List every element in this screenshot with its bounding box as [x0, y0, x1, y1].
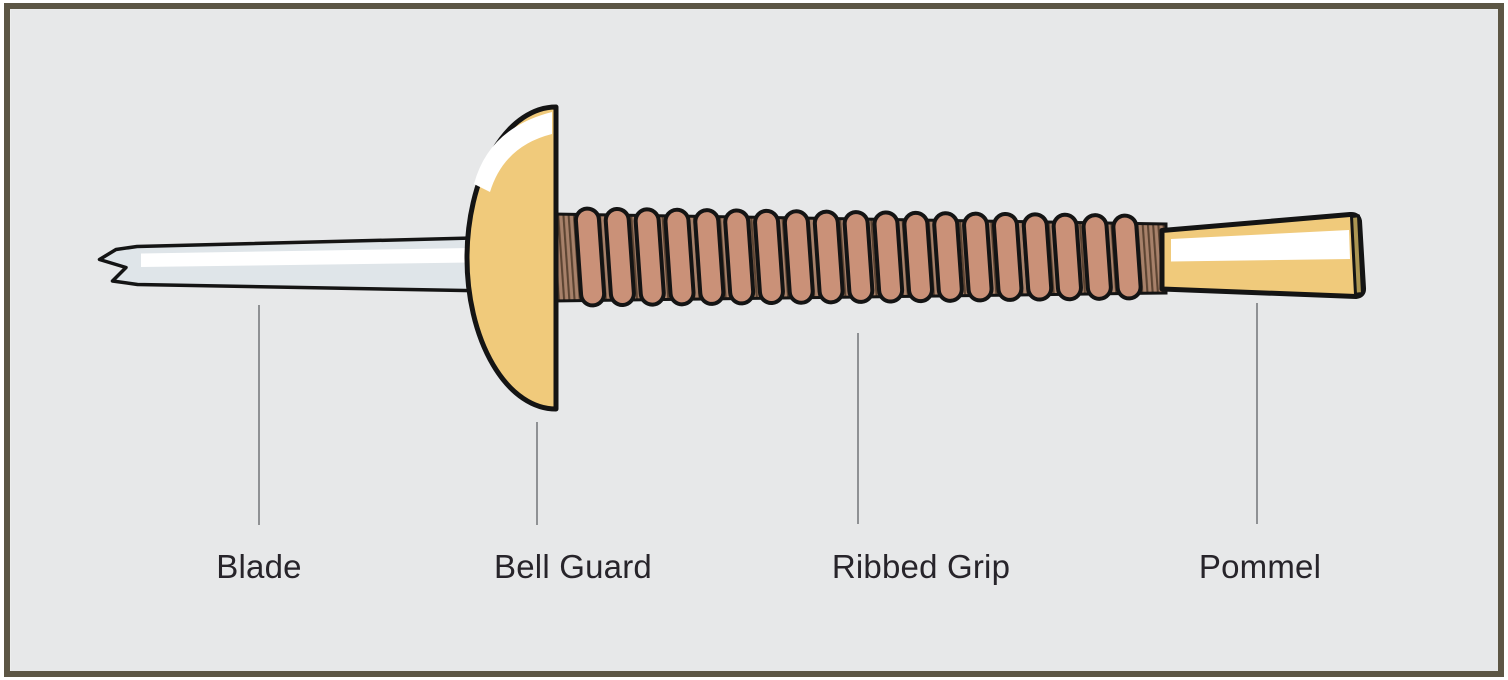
grip-rib [573, 206, 607, 308]
blade-label: Blade [216, 548, 302, 585]
grip-rib [962, 211, 994, 303]
grip-rib [1111, 213, 1143, 301]
ribbed-grip-leader-line [857, 333, 859, 524]
pommel-label: Pommel [1198, 548, 1322, 585]
grip-rib [872, 210, 905, 304]
diagram-frame [4, 3, 1504, 677]
grip-rib [812, 209, 845, 305]
blade-leader-line [258, 305, 260, 525]
bell-guard-highlight [474, 112, 552, 192]
grip-rib [842, 210, 875, 304]
grip-rib [723, 208, 756, 306]
ribbed-grip-label: Ribbed Grip [831, 548, 1011, 585]
grip-rib [782, 209, 815, 305]
blade-highlight [141, 248, 470, 267]
grip-rib [1021, 212, 1054, 302]
grip-rib [663, 207, 696, 307]
pommel-end-cap [1350, 214, 1364, 296]
grip-rib [1081, 213, 1113, 301]
pommel-leader-line [1256, 303, 1258, 524]
grip-rib [932, 211, 964, 303]
grip-rib [633, 207, 666, 307]
grip-ribs [573, 206, 1143, 308]
bell-guard-label: Bell Guard [494, 548, 652, 585]
grip-rib [1051, 212, 1083, 302]
grip-rib [991, 211, 1024, 302]
grip-rib [603, 206, 636, 308]
grip-rib [693, 208, 726, 306]
grip-rib [902, 210, 934, 304]
bell-guard-leader-line [536, 422, 538, 525]
grip-rib [753, 208, 785, 306]
pommel-highlight [1171, 230, 1350, 262]
